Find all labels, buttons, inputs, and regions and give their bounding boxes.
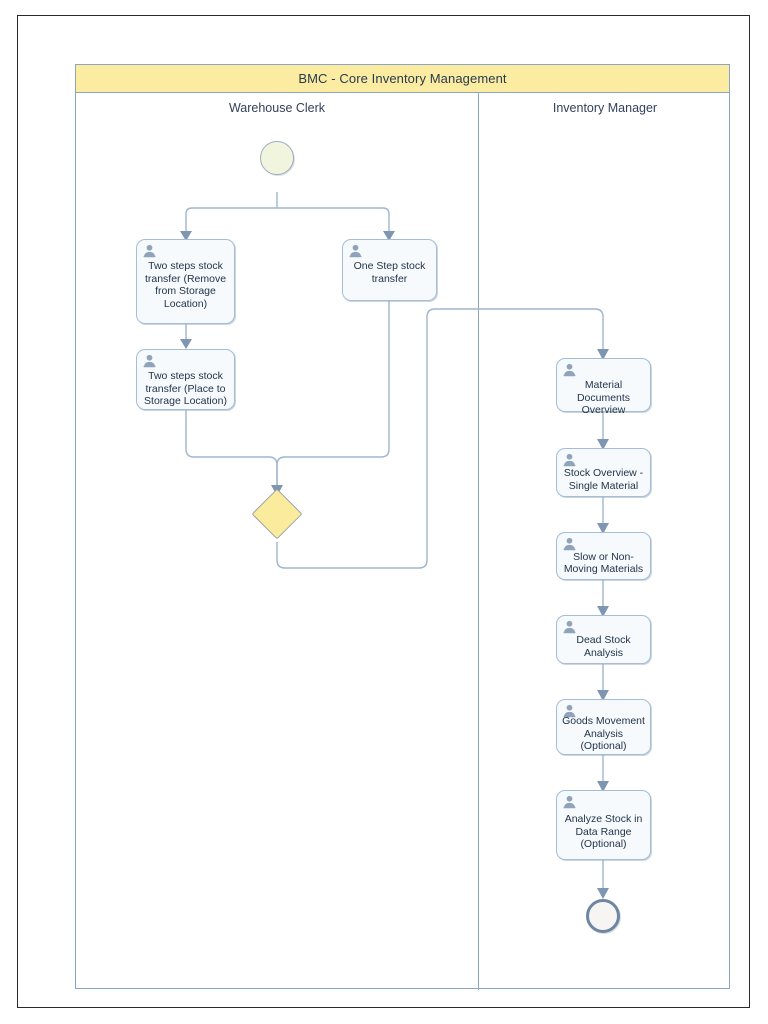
lane-warehouse-clerk: Warehouse Clerk — [76, 93, 478, 990]
arrow-to-end-event — [597, 888, 609, 899]
user-icon — [143, 354, 156, 368]
edge-split-left — [185, 207, 277, 231]
arrow-to-one-step — [383, 231, 395, 241]
pool-title: BMC - Core Inventory Management — [76, 65, 729, 93]
edge-onestep-to-gateway — [276, 301, 390, 485]
task-label: One Step stock transfer — [353, 260, 426, 285]
edge-gateway-to-material-documents — [276, 308, 604, 569]
arrow-to-analyze-stock — [597, 781, 609, 792]
task-dead-stock-analysis[interactable]: Dead Stock Analysis — [556, 615, 651, 664]
page-frame: BMC - Core Inventory Management Warehous… — [17, 15, 750, 1008]
task-label: Two steps stock transfer (Remove from St… — [144, 260, 227, 310]
task-one-step-stock-transfer[interactable]: One Step stock transfer — [342, 239, 437, 301]
arrow-to-slow-moving — [597, 523, 609, 534]
arrow-to-goods-movement — [597, 690, 609, 701]
task-label: Slow or Non- Moving Materials — [563, 550, 644, 576]
user-icon — [143, 244, 156, 258]
task-label: Material Documents Overview — [576, 379, 631, 416]
arrow-to-material-documents — [597, 349, 609, 360]
lane-inventory-manager: Inventory Manager — [478, 93, 731, 990]
user-icon — [563, 453, 576, 467]
arrow-to-dead-stock — [597, 606, 609, 617]
arrow-to-two-step-remove — [180, 231, 192, 241]
task-label: Goods Movement Analysis (Optional) — [562, 715, 645, 753]
edge-split-right — [277, 207, 390, 231]
lane-label-inventory-manager: Inventory Manager — [552, 101, 658, 115]
pool-bmc-core-inventory-management: BMC - Core Inventory Management Warehous… — [75, 64, 731, 990]
user-icon — [563, 704, 576, 718]
start-event[interactable] — [260, 141, 294, 175]
user-icon — [563, 620, 576, 634]
task-analyze-stock-in-data-range[interactable]: Analyze Stock in Data Range (Optional) — [556, 790, 651, 860]
task-goods-movement-analysis[interactable]: Goods Movement Analysis (Optional) — [556, 699, 651, 755]
user-icon — [563, 795, 576, 809]
task-label: Two steps stock transfer (Place to Stora… — [144, 370, 227, 407]
end-event[interactable] — [586, 899, 620, 933]
edge-place-to-gateway — [185, 410, 278, 485]
task-two-steps-stock-transfer-place[interactable]: Two steps stock transfer (Place to Stora… — [136, 349, 235, 410]
user-icon — [563, 363, 576, 377]
lane-label-warehouse-clerk: Warehouse Clerk — [228, 101, 326, 115]
user-icon — [349, 244, 362, 258]
flow-canvas: Two steps stock transfer (Remove from St… — [76, 65, 731, 990]
task-label: Dead Stock Analysis — [576, 634, 631, 659]
task-label: Stock Overview - Single Material — [563, 467, 644, 492]
sequence-flows — [180, 192, 609, 899]
task-material-documents-overview[interactable]: Material Documents Overview — [556, 358, 651, 416]
task-stock-overview-single-material[interactable]: Stock Overview - Single Material — [556, 448, 651, 497]
task-two-steps-stock-transfer-remove[interactable]: Two steps stock transfer (Remove from St… — [136, 239, 235, 324]
arrow-to-two-step-place — [180, 339, 192, 349]
arrow-to-stock-overview — [597, 439, 609, 450]
task-slow-or-non-moving-materials[interactable]: Slow or Non- Moving Materials — [556, 532, 651, 580]
task-label: Analyze Stock in Data Range (Optional) — [564, 813, 643, 851]
user-icon — [563, 537, 576, 551]
